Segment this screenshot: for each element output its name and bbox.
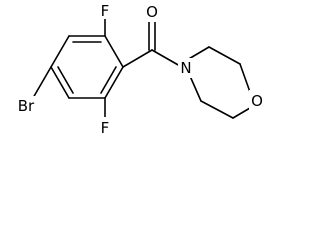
ring-bond-c3-c4 (50, 35, 70, 68)
ring-bond-c1-c2 (104, 35, 124, 68)
amide-nitrogen-label: N (180, 59, 191, 77)
fluorine-top-label: F (101, 2, 110, 20)
ring-bond-c4-c5 (50, 66, 70, 99)
bromine-label: Br (18, 97, 35, 115)
chemical-structure: O N O F F Br (14, 1, 266, 137)
ring-bond-c6-c1 (104, 66, 124, 99)
benzene-ring (50, 35, 124, 99)
morpholine-bond-c1-c2 (208, 46, 241, 65)
substituent-bonds (32, 17, 181, 119)
bond-carbonyl-nitrogen (151, 49, 181, 67)
morpholine-bond-c3-c4 (200, 100, 234, 119)
morpholine-bond-c2-o (239, 63, 251, 93)
ring-bond-c4-c5-inner (57, 66, 74, 94)
morpholine-bond-o-c3 (232, 107, 251, 119)
fluorine-bottom-label: F (101, 119, 110, 137)
ring-bond-c6-c1-inner (100, 66, 117, 94)
atom-labels: O N O F F Br (14, 1, 266, 137)
carbonyl-oxygen-label: O (146, 3, 158, 21)
bond-ring-carbonyl (122, 49, 153, 68)
morpholine-ring (186, 46, 251, 119)
ring-oxygen-label: O (251, 92, 263, 110)
morpholine-bond-c4-n (189, 75, 202, 102)
morpholine-bond-n-c1 (186, 46, 210, 61)
bond-c4-bromine (32, 66, 52, 99)
